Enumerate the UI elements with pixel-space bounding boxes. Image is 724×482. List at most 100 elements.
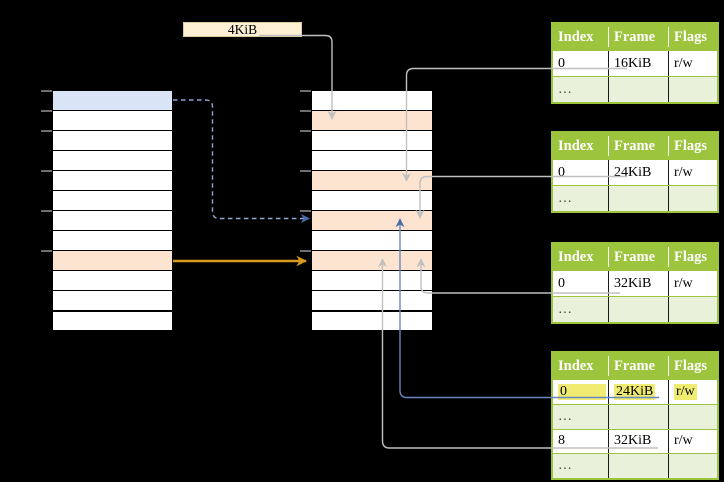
memory-cell-white [53, 271, 172, 290]
table-cell: r/w [674, 433, 693, 449]
table-cell: … [553, 404, 609, 429]
tick-mark [300, 110, 311, 112]
table-cell [609, 454, 669, 478]
memory-cell-white [312, 291, 432, 311]
memory-cell-white [53, 191, 172, 210]
table-cell: 0 [553, 380, 609, 404]
memory-cell-white [312, 311, 432, 331]
table-header-cell: Index [553, 27, 609, 47]
memory-cell-white [312, 191, 432, 210]
highlighted-value: r/w [674, 383, 697, 400]
table-cell: 24KiB [609, 380, 669, 404]
table-header-cell: Flags [674, 29, 708, 45]
memory-cell-orange [312, 251, 432, 270]
memory-cell-white [53, 291, 172, 311]
memory-cell-white [53, 111, 172, 130]
address-ticks-left [41, 0, 52, 482]
table-cell: r/w [674, 164, 693, 180]
table-cell: 32KiB [609, 429, 669, 454]
table-header-cell: Index [553, 356, 609, 376]
table-cell: … [553, 77, 609, 102]
table-header-cell: Flags [674, 358, 708, 374]
table-header-cell: Flags [674, 138, 708, 154]
tick-mark [41, 130, 52, 132]
table-row: 0 24KiB r/w [553, 379, 717, 404]
memory-column-middle [312, 91, 432, 331]
tick-mark [41, 250, 52, 252]
table-cell: 0 [553, 51, 609, 76]
memory-cell-orange [312, 171, 432, 190]
size-label-text: 4KiB [227, 21, 258, 37]
table-cell [669, 297, 717, 322]
memory-cell-white [53, 311, 172, 331]
table-cell: 8 [553, 429, 609, 454]
table-header-cell: Frame [609, 27, 669, 47]
tick-mark [300, 90, 311, 92]
tick-mark [300, 210, 311, 212]
tick-mark [41, 90, 52, 92]
highlighted-value: 0 [558, 383, 606, 400]
memory-cell-orange [312, 111, 432, 130]
table-cell [609, 404, 669, 429]
memory-cell-white [53, 211, 172, 230]
table-row: … [553, 76, 717, 102]
tick-mark [41, 210, 52, 212]
table-cell: 16KiB [609, 51, 669, 76]
table-cell [669, 405, 717, 429]
memory-cell-white [53, 231, 172, 250]
tick-mark [41, 110, 52, 112]
table-cell [609, 186, 669, 211]
memory-cell-white [312, 91, 432, 110]
memory-cell-white [312, 231, 432, 250]
table-cell [669, 454, 717, 478]
table-cell: 32KiB [609, 271, 669, 296]
memory-column-left [53, 91, 172, 331]
table-cell: r/w [674, 55, 693, 71]
table-cell: 24KiB [609, 160, 669, 185]
memory-cell-white [53, 171, 172, 190]
highlighted-value: 24KiB [614, 383, 656, 400]
table-cell [609, 77, 669, 102]
table-cell: r/w [669, 380, 717, 404]
table-row: … [553, 403, 717, 429]
tick-mark [41, 170, 52, 172]
memory-cell-white [312, 131, 432, 150]
address-ticks-middle [300, 0, 311, 482]
table-row: … [553, 453, 717, 478]
tick-mark [300, 130, 311, 132]
table-row: … [553, 185, 717, 211]
memory-cell-white [53, 131, 172, 150]
table-cell: … [553, 297, 609, 322]
memory-cell-orange [312, 211, 432, 230]
memory-cell-blue [53, 91, 172, 110]
memory-cell-orange [53, 251, 172, 270]
table-cell [669, 186, 717, 211]
table-cell [609, 297, 669, 322]
memory-cell-white [312, 271, 432, 290]
table-header-cell: Index [553, 247, 609, 267]
arrow-blue-dashed-left-row0-to-middle-row6 [173, 99, 310, 224]
tick-mark [300, 170, 311, 172]
table-header-cell: Frame [609, 356, 669, 376]
table-cell: … [553, 186, 609, 211]
tick-mark [300, 250, 311, 252]
table-row: … [553, 296, 717, 322]
table-header-cell: Index [553, 136, 609, 156]
table-header-cell: Frame [609, 247, 669, 267]
table-cell: r/w [674, 275, 693, 291]
table-cell: … [553, 454, 609, 478]
table-header-cell: Flags [674, 249, 708, 265]
